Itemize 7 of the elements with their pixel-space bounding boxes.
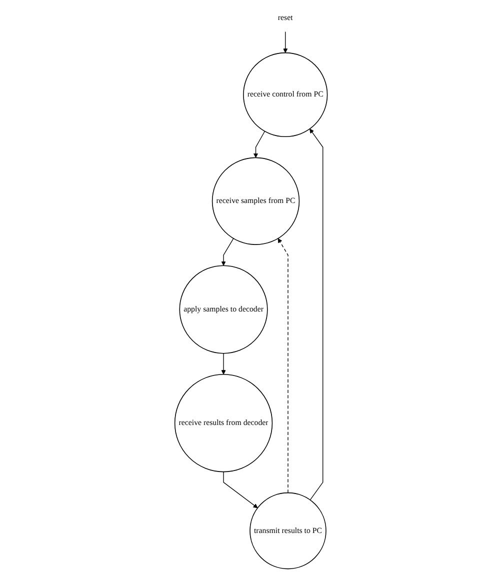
arrow	[310, 128, 324, 500]
arrow	[278, 238, 289, 494]
arrow	[222, 238, 234, 266]
arrow	[254, 130, 266, 158]
arrow	[222, 353, 226, 375]
arrow	[284, 31, 288, 54]
arrow	[224, 471, 258, 508]
